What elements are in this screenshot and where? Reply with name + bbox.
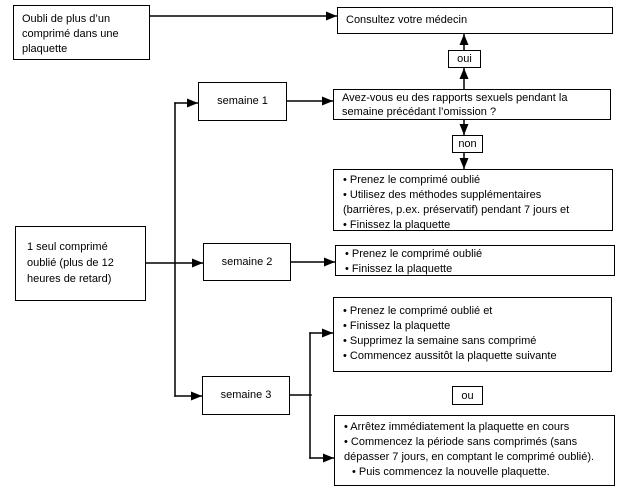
- box-consultez-medecin: Consultez votre médecin: [337, 7, 613, 34]
- text-line: semaine 2: [221, 255, 273, 268]
- text-line: ou: [461, 389, 474, 402]
- box-semaine-3: semaine 3: [202, 376, 290, 415]
- text-line: • Puis commencez la nouvelle plaquette.: [352, 466, 550, 478]
- text-line: • Commencez aussitôt la plaquette suivan…: [343, 350, 557, 362]
- text-line: Oubli de plus d’un: [22, 13, 111, 25]
- text-line: • Utilisez des méthodes supplémentaires: [343, 189, 542, 201]
- text-line: comprimé dans une: [22, 28, 119, 40]
- label-non: non: [452, 135, 483, 153]
- text-line: non: [458, 138, 477, 150]
- text-line: • Prenez le comprimé oublié: [343, 174, 481, 186]
- text-line: • Finissez la plaquette: [343, 219, 451, 231]
- text-line: Consultez votre médecin: [346, 14, 468, 26]
- text-line: oublié (plus de 12: [27, 257, 114, 269]
- text-line: • Commencez la période sans comprimés (s…: [344, 436, 578, 448]
- box-semaine3-option-2: • Arrêtez immédiatement la plaquette en …: [334, 415, 615, 486]
- text-line: Avez-vous eu des rapports sexuels pendan…: [342, 92, 568, 104]
- text-line: semaine 1: [217, 95, 268, 107]
- text-line: semaine 3: [220, 389, 272, 401]
- text-line: dépasser 7 jours, en comptant le comprim…: [344, 451, 595, 463]
- text-line: semaine précédant l’omission ?: [342, 106, 497, 118]
- box-semaine3-option-1: • Prenez le comprimé oublié et • Finisse…: [333, 297, 612, 372]
- label-ou: ou: [452, 386, 483, 405]
- text-line: heures de retard): [27, 273, 112, 285]
- text-line: • Finissez la plaquette: [343, 320, 451, 332]
- text-line: plaquette: [22, 43, 68, 55]
- text-line: • Supprimez la semaine sans comprimé: [343, 335, 537, 347]
- box-semaine-1: semaine 1: [198, 82, 287, 121]
- text-line: • Arrêtez immédiatement la plaquette en …: [344, 421, 570, 433]
- text-line: • Prenez le comprimé oublié et: [343, 305, 493, 317]
- text-line: oui: [457, 53, 472, 65]
- box-question-rapports-sexuels: Avez-vous eu des rapports sexuels pendan…: [333, 89, 611, 120]
- label-oui: oui: [448, 50, 481, 68]
- box-oubli-plusieurs-comprimes: Oubli de plus d’un comprimé dans une pla…: [13, 5, 150, 60]
- text-line: 1 seul comprimé: [27, 241, 108, 253]
- text-line: • Prenez le comprimé oublié: [345, 248, 483, 260]
- text-line: • Finissez la plaquette: [345, 263, 453, 275]
- box-semaine-2: semaine 2: [203, 243, 291, 281]
- box-un-seul-comprime-oublie: 1 seul comprimé oublié (plus de 12 heure…: [15, 226, 146, 301]
- text-line: (barrières, p.ex. préservatif) pendant 7…: [343, 204, 570, 216]
- box-semaine2-actions: • Prenez le comprimé oublié • Finissez l…: [335, 245, 615, 276]
- box-semaine1-actions: • Prenez le comprimé oublié • Utilisez d…: [333, 169, 613, 231]
